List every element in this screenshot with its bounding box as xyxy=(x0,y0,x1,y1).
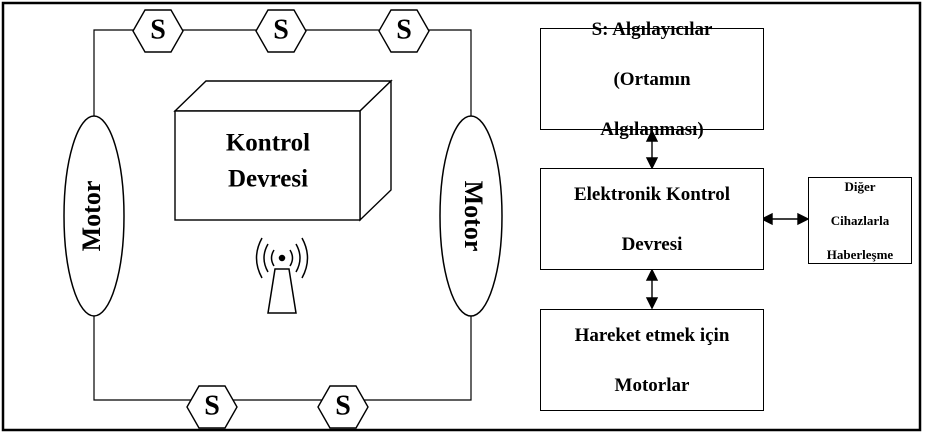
block-comm-line3: Haberleşme xyxy=(826,247,894,262)
block-electronic-line1: Elektronik Kontrol xyxy=(573,183,731,205)
block-motors: Hareket etmek için Motorlar xyxy=(540,309,764,411)
motor-right xyxy=(439,115,503,317)
block-sensors-line3: Algılanması) xyxy=(600,118,704,140)
block-comm-line2: Cihazlarla xyxy=(830,213,890,228)
block-electronic-control: Elektronik Kontrol Devresi xyxy=(540,168,764,270)
block-motors-line1: Hareket etmek için xyxy=(574,324,730,346)
arrow-control-motors xyxy=(645,268,659,310)
sensor-top-3: S xyxy=(378,9,430,53)
sensor-top-1: S xyxy=(132,9,184,53)
block-communication: Diğer Cihazlarla Haberleşme xyxy=(808,177,912,264)
control-box-line2: Devresi xyxy=(228,166,308,193)
svg-text:S: S xyxy=(273,14,289,45)
sensor-bottom-2: S xyxy=(317,385,369,429)
control-box: Kontrol Devresi xyxy=(173,79,393,222)
motor-left-label: Motor xyxy=(77,181,106,252)
svg-text:S: S xyxy=(204,390,220,421)
svg-text:S: S xyxy=(335,390,351,421)
block-sensors: S: Algılayıcılar (Ortamın Algılanması) xyxy=(540,19,764,140)
sensor-bottom-1: S xyxy=(186,385,238,429)
arrow-sensors-control xyxy=(645,129,659,170)
block-comm-line1: Diğer xyxy=(844,179,876,194)
block-motors-line2: Motorlar xyxy=(614,374,690,396)
block-sensors-line1: S: Algılayıcılar xyxy=(591,18,713,40)
control-box-line1: Kontrol xyxy=(226,130,310,157)
sensor-top-2: S xyxy=(255,9,307,53)
block-electronic-line2: Devresi xyxy=(621,233,683,255)
antenna-icon xyxy=(255,237,309,314)
motor-left xyxy=(63,115,125,317)
motor-right-label: Motor xyxy=(459,181,488,252)
svg-text:S: S xyxy=(150,14,166,45)
svg-text:S: S xyxy=(396,14,412,45)
arrow-control-comm xyxy=(760,212,810,226)
block-sensors-line2: (Ortamın xyxy=(613,68,691,90)
